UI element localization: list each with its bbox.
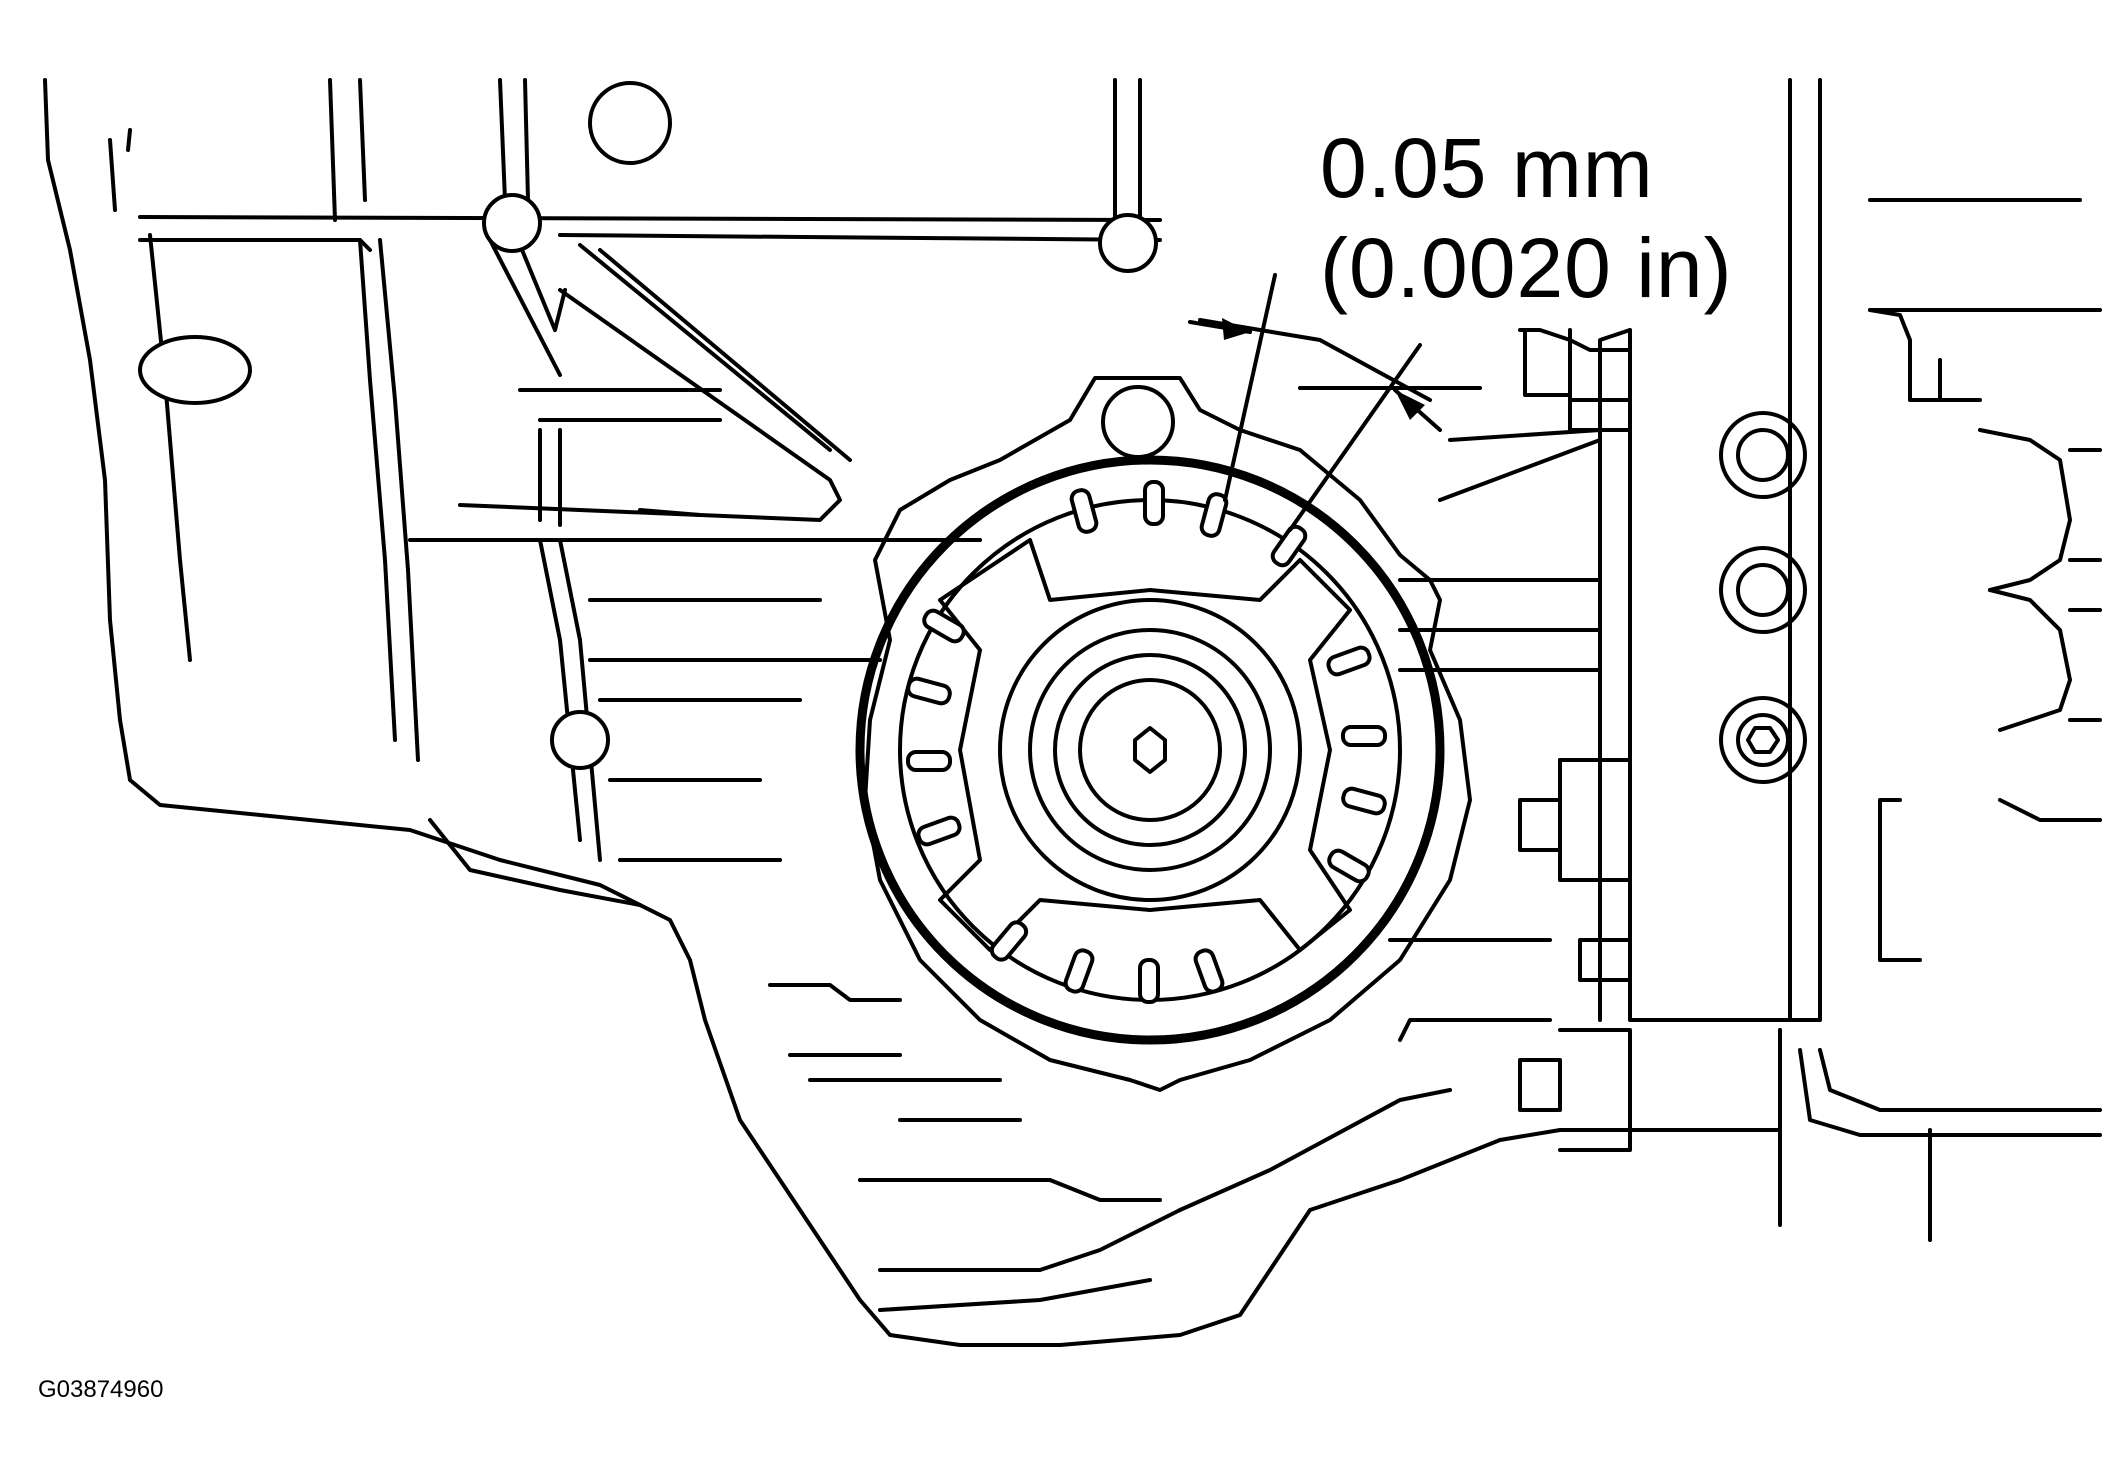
- case-outline: [43, 78, 2102, 1347]
- oil-pump-body-ring: [855, 455, 1445, 1045]
- clearance-indicator: [1188, 273, 1482, 532]
- lower-ribs: [768, 578, 1602, 1312]
- bosses: [138, 81, 1158, 770]
- valve-body: [1438, 78, 1822, 1152]
- pump-gear-assembly: [898, 498, 1402, 1002]
- figure-id: G03874960: [38, 1376, 164, 1403]
- frame-ribs: [108, 78, 1162, 862]
- right-housing: [1868, 198, 2102, 962]
- gear-teeth: [906, 480, 1387, 1004]
- clearance-callout: 0.05 mm (0.0020 in): [1320, 118, 1733, 318]
- clearance-metric-label: 0.05 mm: [1320, 121, 1654, 215]
- clearance-imperial-label: (0.0020 in): [1320, 221, 1733, 315]
